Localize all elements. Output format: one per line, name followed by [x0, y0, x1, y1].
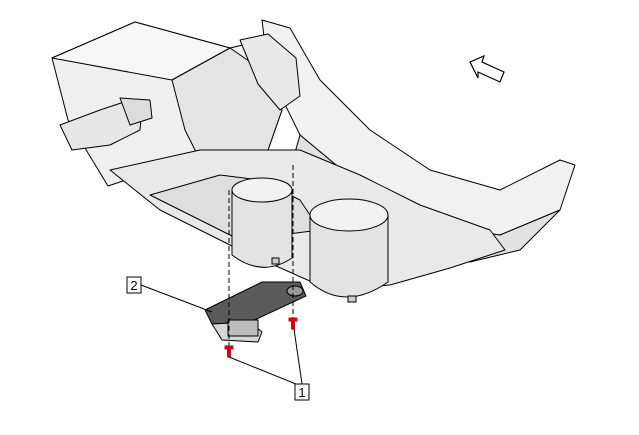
callout-1-label: 1	[298, 385, 305, 400]
callout-2: 2	[126, 276, 142, 294]
screw-right	[288, 317, 298, 330]
callout-2-label: 2	[130, 278, 137, 293]
front-direction-arrow-icon	[469, 54, 505, 83]
switch-assembly	[204, 281, 307, 343]
leader-lines	[140, 284, 303, 385]
alignment-lines	[228, 165, 294, 346]
motor-cylinders	[231, 177, 389, 303]
callout-1: 1	[294, 383, 310, 401]
screws	[224, 317, 298, 358]
screw-left	[224, 345, 234, 358]
